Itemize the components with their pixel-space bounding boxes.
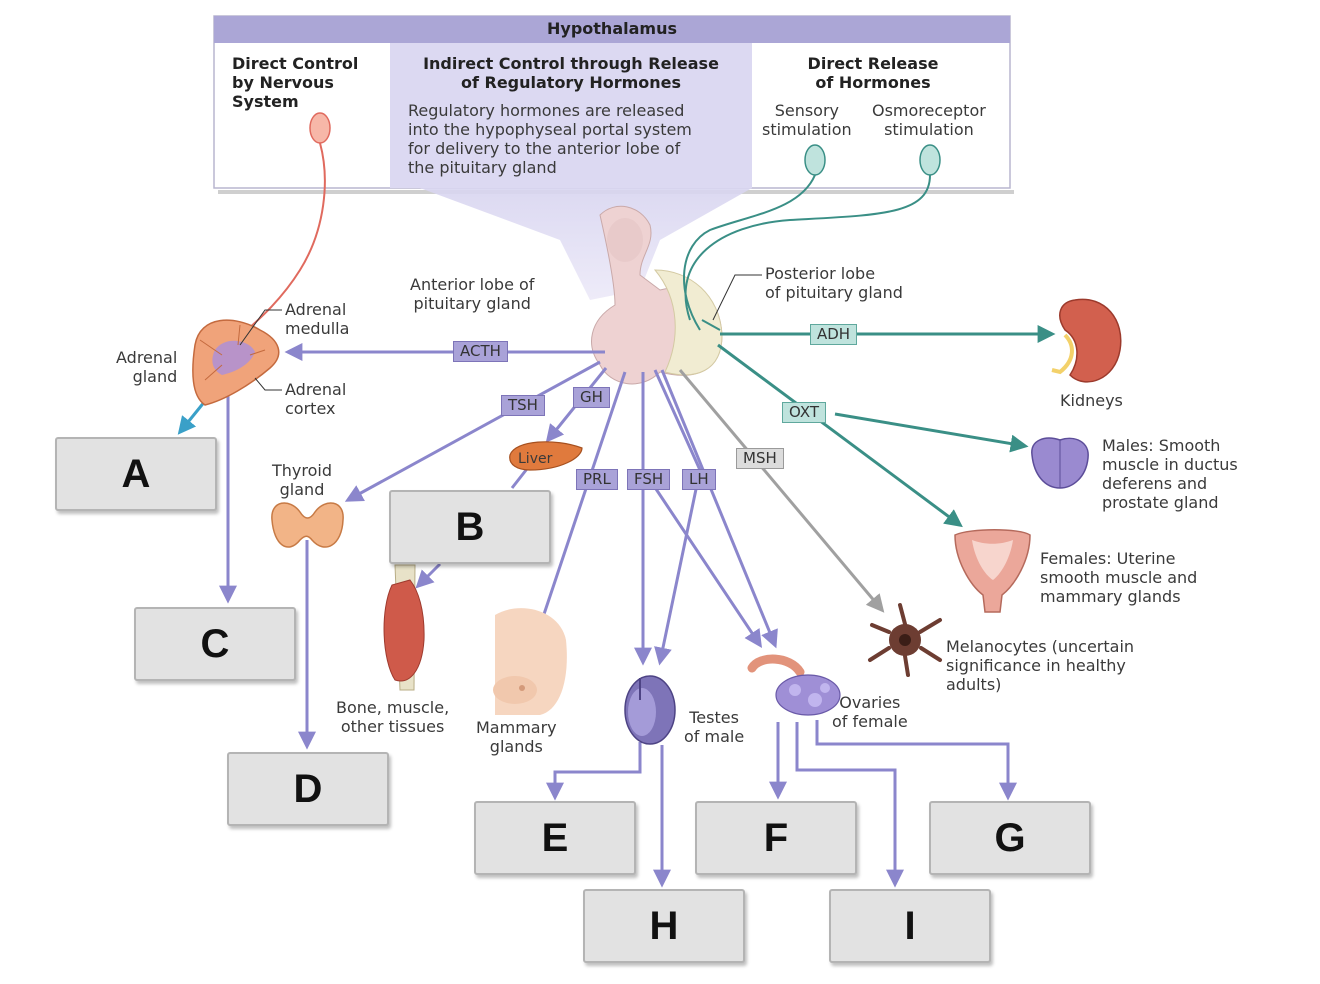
testes-label: Testes of male	[684, 708, 745, 746]
answer-box-g[interactable]: G	[929, 801, 1091, 875]
testes-to-e-arrow	[546, 742, 642, 801]
osmoreceptor-stimulation-label: Osmoreceptor stimulation	[872, 101, 986, 139]
ovaries-label: Ovaries of female	[832, 693, 908, 731]
ovaries-to-i-arrow	[795, 722, 904, 888]
pituitary-gland	[591, 205, 723, 385]
indirect-control-panel	[390, 43, 752, 188]
kidneys-label: Kidneys	[1060, 391, 1123, 410]
ovaries-to-g-arrow	[815, 720, 1017, 801]
posterior-lobe-pointer	[712, 274, 762, 321]
answer-box-d[interactable]: D	[227, 752, 389, 826]
acth-tag: ACTH	[453, 341, 508, 362]
msh-tag: MSH	[736, 448, 784, 469]
tsh-tag: TSH	[501, 395, 545, 416]
bone-muscle-icon	[383, 564, 425, 691]
adrenal-cortex-label: Adrenal cortex	[285, 380, 347, 418]
thyroid-gland-label: Thyroid gland	[272, 461, 332, 499]
females-label: Females: Uterine smooth muscle and mamma…	[1040, 549, 1198, 606]
answer-box-h[interactable]: H	[583, 889, 745, 963]
fsh-tag: FSH	[627, 469, 671, 490]
lh-to-testes-arrow	[653, 369, 702, 666]
adh-tag: ADH	[810, 324, 858, 345]
posterior-lobe-shape	[653, 269, 723, 376]
osmoreceptor-axon	[684, 174, 931, 321]
kidney-icon	[1051, 298, 1122, 383]
adrenal-cortex-pointer	[254, 377, 282, 391]
ovaries-icon	[747, 654, 841, 716]
sensory-neuron-icon	[804, 144, 826, 176]
posterior-lobe-label: Posterior lobe of pituitary gland	[765, 264, 903, 302]
melanocyte-icon	[868, 603, 942, 677]
adrenal-medulla-pointer	[239, 309, 282, 346]
thyroid-icon	[271, 502, 344, 548]
answer-box-e[interactable]: E	[474, 801, 636, 875]
infundibulum-funnel	[420, 188, 752, 300]
prl-tag: PRL	[576, 469, 618, 490]
lh-tag: LH	[682, 469, 716, 490]
adrenal-gland-label: Adrenal gland	[116, 348, 178, 386]
answer-box-a[interactable]: A	[55, 437, 217, 511]
anterior-lobe-label: Anterior lobe of pituitary gland	[410, 275, 535, 313]
mammary-icon	[493, 608, 567, 715]
mammary-glands-label: Mammary glands	[476, 718, 557, 756]
nerve-cell-body-icon	[309, 112, 331, 144]
direct-release-heading: Direct Release of Hormones	[807, 54, 939, 92]
hypothalamus-header-bar	[214, 16, 1010, 43]
hypothalamus-title: Hypothalamus	[547, 19, 677, 38]
tsh-arrow	[344, 360, 601, 502]
melanocytes-label: Melanocytes (uncertain significance in h…	[946, 637, 1135, 694]
answer-box-f[interactable]: F	[695, 801, 857, 875]
oxt-to-male-arrow	[834, 412, 1029, 453]
males-label: Males: Smooth muscle in ductus deferens …	[1102, 436, 1238, 512]
sensory-stimulation-label: Sensory stimulation	[762, 101, 852, 139]
liver-label: Liver	[518, 451, 553, 467]
gh-tag: GH	[573, 387, 610, 408]
testes-icon	[624, 675, 676, 745]
indirect-control-heading: Indirect Control through Release of Regu…	[423, 54, 719, 92]
b-to-bone-arrow	[415, 562, 442, 589]
adrenal-gland-icon	[192, 319, 280, 406]
answer-box-c[interactable]: C	[134, 607, 296, 681]
answer-box-b[interactable]: B	[389, 490, 551, 564]
oxt-to-female-arrow	[717, 343, 963, 528]
answer-box-i[interactable]: I	[829, 889, 991, 963]
uterus-icon	[954, 529, 1031, 613]
bone-muscle-label: Bone, muscle, other tissues	[336, 698, 450, 736]
lh-to-ovaries-arrow	[660, 369, 778, 649]
direct-control-heading: Direct Control by Nervous System	[232, 54, 359, 111]
osmoreceptor-neuron-icon	[919, 144, 941, 176]
prostate-icon	[1031, 437, 1089, 489]
adrenal-medulla-label: Adrenal medulla	[285, 300, 350, 338]
liver-icon	[509, 441, 583, 471]
fsh-to-ovaries-arrow	[648, 479, 762, 648]
indirect-control-description: Regulatory hormones are released into th…	[408, 101, 692, 177]
msh-arrow	[678, 369, 885, 613]
oxt-tag: OXT	[782, 402, 827, 423]
